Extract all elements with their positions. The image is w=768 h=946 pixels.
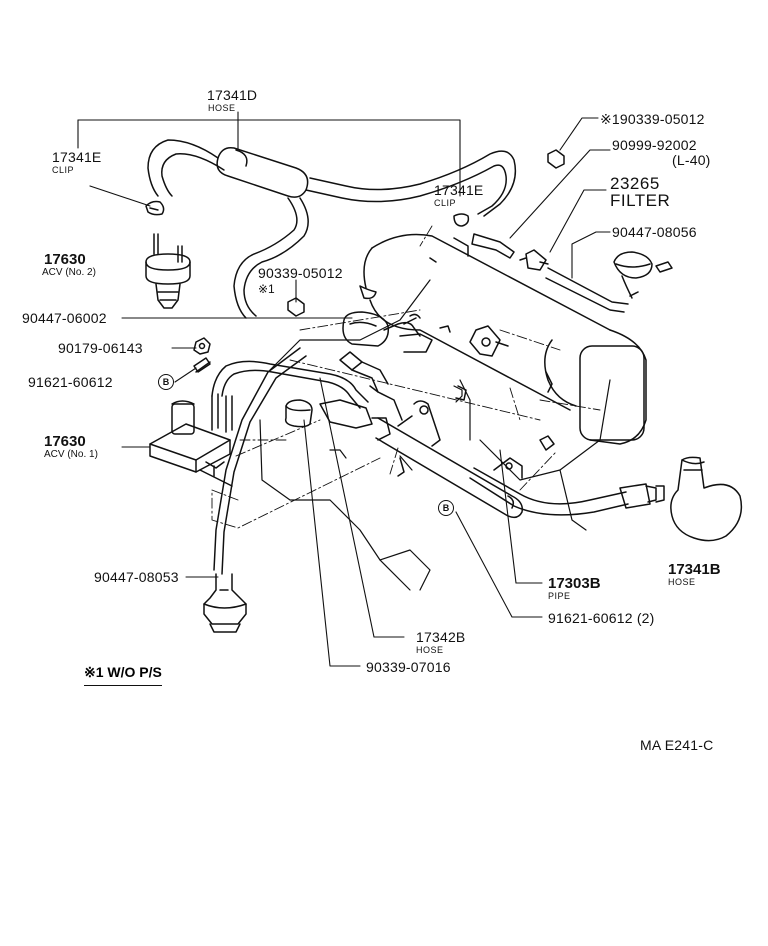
part-number-17630-no2: 17630 <box>44 251 86 268</box>
marker-b-right: B <box>438 500 454 516</box>
part-number-17341d: 17341D <box>207 87 258 103</box>
filter-23265 <box>471 233 673 313</box>
part-number-91621-60612: 91621-60612 <box>28 374 113 390</box>
leader-lines <box>77 111 611 667</box>
part-number-17341e-left: 17341E <box>52 149 102 165</box>
cap-90339-05012 <box>287 297 305 317</box>
part-desc-90339-05012: ※1 <box>258 282 275 296</box>
part-number-17303b: 17303B <box>548 575 601 592</box>
part-number-90447-08053: 90447-08053 <box>94 569 179 585</box>
plug-190339 <box>547 149 565 169</box>
part-number-17630-no1: 17630 <box>44 433 86 450</box>
hose-17341b <box>469 456 743 542</box>
part-number-17341b: 17341B <box>668 561 721 578</box>
part-number-23265: 23265 <box>610 174 660 193</box>
vacuum-actuator <box>203 573 247 633</box>
charcoal-canister <box>359 233 647 445</box>
hose-90447-08053 <box>213 347 307 575</box>
part-number-90339-07016: 90339-07016 <box>366 659 451 675</box>
engine-outline <box>259 279 611 591</box>
acv-no1-valve <box>149 393 233 487</box>
nut-90179 <box>193 337 211 355</box>
clip-17341e-right <box>453 213 470 227</box>
cap-90339-07016 <box>284 399 313 428</box>
diagram-code: MA E241-C <box>640 737 714 753</box>
hose-17341d <box>147 139 517 319</box>
part-desc-17342b: HOSE <box>416 645 444 655</box>
part-desc-17341e-right: CLIP <box>434 198 457 208</box>
footnote-wo-ps: ※1 W/O P/S <box>84 664 162 686</box>
pipe-17303b <box>375 400 524 519</box>
part-number-91621-60612-2: 91621-60612 (2) <box>548 610 655 626</box>
part-number-17341e-right: 17341E <box>434 182 484 198</box>
part-desc-17341d: HOSE <box>208 103 236 113</box>
clip-17341e-left <box>145 200 165 216</box>
part-desc-17341e-left: CLIP <box>52 165 75 175</box>
part-number-90179-06143: 90179-06143 <box>58 340 143 356</box>
part-number-17342b: 17342B <box>416 629 466 645</box>
reference-lines <box>211 225 601 529</box>
part-number-90339-05012: 90339-05012 <box>258 265 343 281</box>
acv-no2-valve <box>145 233 191 309</box>
part-desc-90999-92002: (L-40) <box>672 152 711 168</box>
part-desc-17630-no2: ACV (No. 2) <box>42 267 96 278</box>
part-desc-23265: FILTER <box>610 191 671 210</box>
part-desc-17303b: PIPE <box>548 591 571 601</box>
marker-b-left: B <box>158 374 174 390</box>
part-number-90447-06002: 90447-06002 <box>22 310 107 326</box>
hose-17342b <box>211 351 403 441</box>
part-number-90999-92002: 90999-92002 <box>612 137 697 153</box>
misc-fittings <box>369 325 555 477</box>
bolt-91621 <box>193 357 211 373</box>
part-desc-17341b: HOSE <box>668 577 696 587</box>
part-number-90447-08056: 90447-08056 <box>612 224 697 240</box>
part-desc-17630-no1: ACV (No. 1) <box>44 449 98 460</box>
part-number-190339-05012: ※190339-05012 <box>600 111 705 127</box>
hose-90447-06002 <box>342 311 451 353</box>
